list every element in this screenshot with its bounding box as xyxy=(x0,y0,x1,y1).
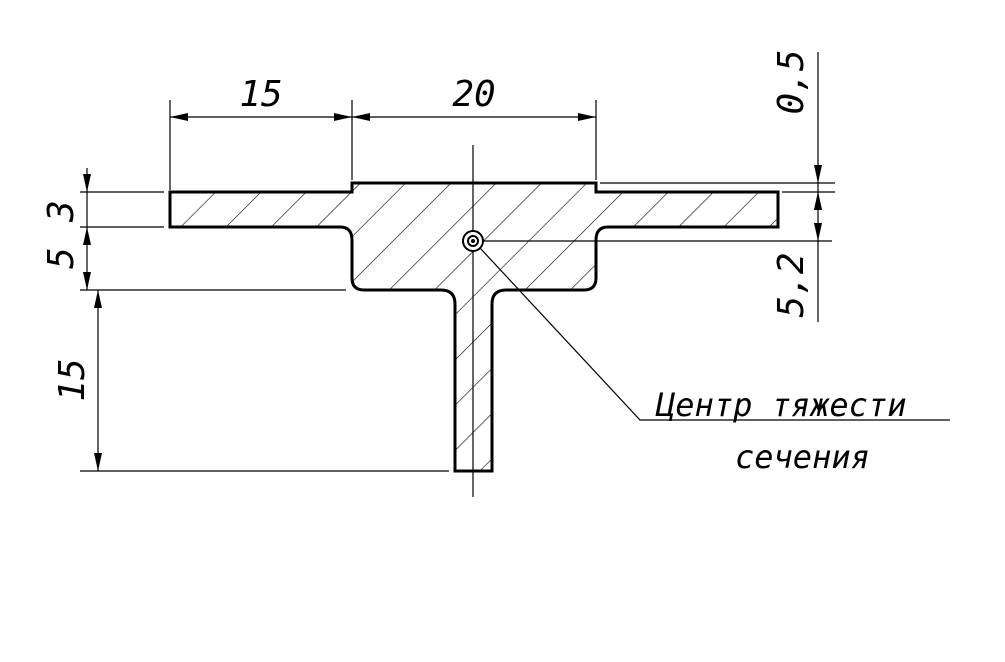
dim-label-20-top: 20 xyxy=(452,74,495,115)
dim-label-5-2: 5,2 xyxy=(771,252,812,317)
dim-label-5: 5 xyxy=(41,247,82,269)
dim-label-3: 3 xyxy=(41,200,82,223)
dimension-3: 3 xyxy=(41,168,91,245)
dimension-5: 5 xyxy=(41,227,91,290)
dimension-15-left: 15 xyxy=(52,290,102,471)
dimension-15-top: 15 xyxy=(170,74,352,121)
dimension-0-5: 0,5 xyxy=(771,49,822,210)
dim-label-0-5: 0,5 xyxy=(771,49,812,114)
dimension-20-top: 20 xyxy=(352,74,596,121)
dim-label-15-left: 15 xyxy=(52,358,93,401)
note-line-2: сечения xyxy=(735,438,870,476)
dimension-5-2: 5,2 xyxy=(771,192,822,318)
centroid-marker xyxy=(462,230,484,252)
note-line-1: Центр тяжести xyxy=(655,386,906,424)
leader-line xyxy=(479,247,950,421)
t-profile xyxy=(168,181,780,473)
dim-label-15-top: 15 xyxy=(239,74,282,115)
